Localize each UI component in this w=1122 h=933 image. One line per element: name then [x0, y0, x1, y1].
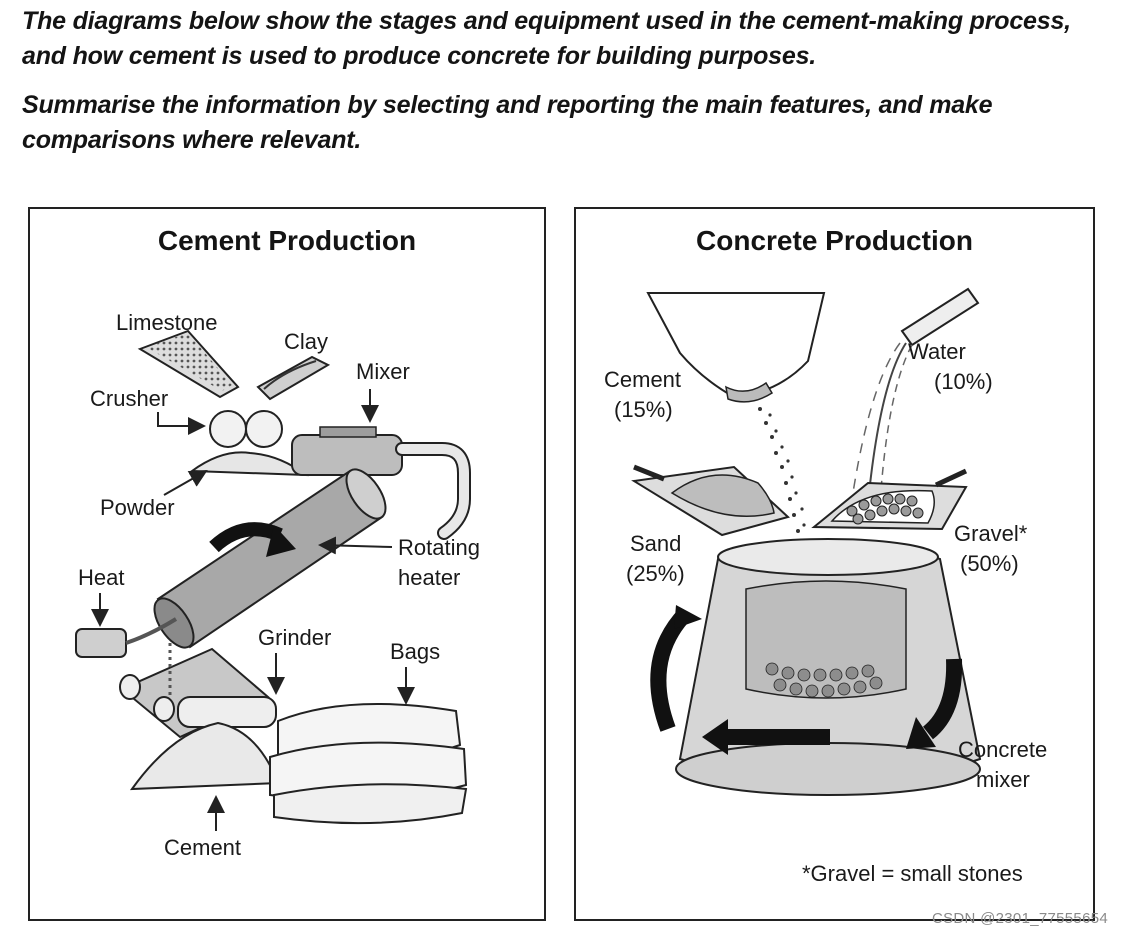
- label-gravel: Gravel*: [954, 521, 1028, 546]
- cement-bags-drawing: [269, 703, 468, 825]
- cement-pointer-arrows: [91, 389, 415, 831]
- grinder-drawing: [119, 643, 277, 739]
- concrete-mixer-drawing: [650, 538, 982, 796]
- label-gravel-percent: (50%): [960, 551, 1019, 576]
- label-grinder: Grinder: [258, 625, 331, 650]
- heat-burner-drawing: [75, 617, 178, 658]
- label-concrete-mixer-line2: mixer: [976, 767, 1030, 792]
- label-rotating-heater-line2: heater: [398, 565, 460, 590]
- limestone-hopper-drawing: [137, 329, 240, 399]
- label-rotating-heater-line1: Rotating: [398, 535, 480, 560]
- cement-production-diagram: Limestone Clay Mixer Crusher Powder Rota…: [75, 310, 480, 860]
- gravel-scoop-drawing: [811, 468, 968, 531]
- label-concrete-mixer-line1: Concrete: [958, 737, 1047, 762]
- label-cement-output: Cement: [164, 835, 241, 860]
- mixer-drawing: [291, 426, 471, 540]
- label-water-percent: (10%): [934, 369, 993, 394]
- label-crusher: Crusher: [90, 386, 168, 411]
- cement-chute-drawing: [646, 292, 826, 403]
- source-watermark: CSDN @2301_77555654: [931, 910, 1108, 927]
- label-sand-percent: (25%): [626, 561, 685, 586]
- label-heat: Heat: [78, 565, 124, 590]
- label-powder: Powder: [100, 495, 175, 520]
- label-sand: Sand: [630, 531, 681, 556]
- rotating-heater-drawing: [153, 468, 387, 649]
- cement-panel-title: Cement Production: [157, 225, 417, 256]
- cement-pile-drawing: [129, 721, 280, 791]
- cement-production-panel: Cement Production: [28, 207, 546, 921]
- water-pipe-drawing: [851, 287, 980, 504]
- concrete-panel-title: Concrete Production: [696, 225, 973, 256]
- label-clay: Clay: [284, 329, 328, 354]
- crusher-rollers-drawing: [209, 410, 283, 448]
- gravel-footnote: *Gravel = small stones: [802, 861, 1023, 886]
- label-water: Water: [908, 339, 966, 364]
- label-limestone: Limestone: [116, 310, 218, 335]
- label-cement-input: Cement: [604, 367, 681, 392]
- clay-hopper-drawing: [256, 355, 331, 401]
- task-prompt-2: Summarise the information by selecting a…: [22, 91, 993, 154]
- concrete-production-panel: Concrete Production: [574, 207, 1095, 921]
- label-mixer: Mixer: [356, 359, 410, 384]
- label-cement-percent: (15%): [614, 397, 673, 422]
- concrete-production-diagram: Cement (15%) Water (10%) Sand (25%) Grav…: [604, 287, 1047, 886]
- task-prompt-1: The diagrams below show the stages and e…: [22, 7, 1071, 70]
- sand-scoop-drawing: [631, 464, 791, 537]
- label-bags: Bags: [390, 639, 440, 664]
- powder-pile-drawing: [189, 451, 310, 477]
